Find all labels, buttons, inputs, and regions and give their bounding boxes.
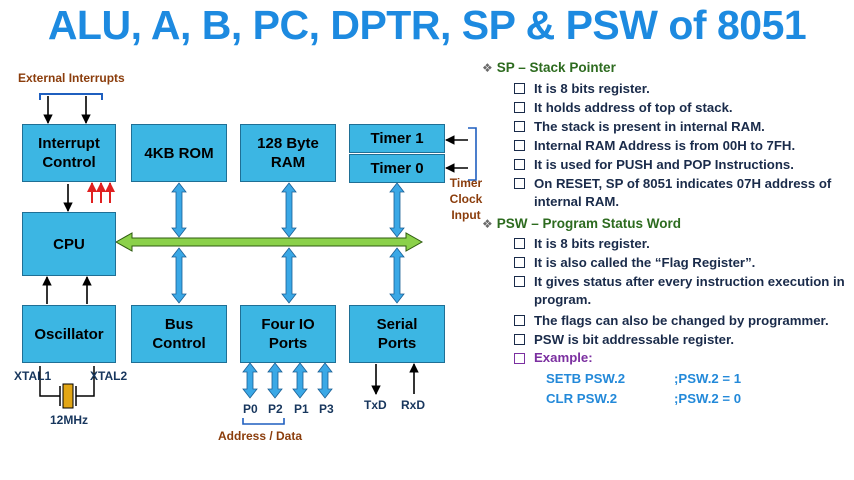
sp-item: It holds address of top of stack.: [514, 99, 854, 117]
example-comment: ;PSW.2 = 0: [674, 391, 742, 406]
checkbox-bullet-icon: [514, 121, 525, 132]
timer1-label: Timer 1: [370, 130, 424, 147]
sp-item: Internal RAM Address is from 00H to 7FH.: [514, 137, 854, 155]
address-data-bracket: [242, 418, 285, 425]
psw-heading: ❖PSW – Program Status Word: [482, 216, 682, 231]
oscillator-label: Oscillator: [34, 325, 104, 343]
external-interrupts-bracket: [39, 93, 103, 124]
port-p3-label: P3: [319, 402, 334, 416]
checkbox-bullet-icon: [514, 276, 525, 287]
checkbox-bullet-icon: [514, 140, 525, 151]
example-code: SETB PSW.2: [546, 371, 626, 386]
cpu-label: CPU: [53, 235, 85, 253]
diamond-bullet-icon: ❖: [482, 217, 493, 231]
crystal-symbol: [39, 366, 95, 409]
timer-clock-input-arrows: [445, 127, 477, 181]
checkbox-bullet-icon: [514, 315, 525, 326]
example-comment: ;PSW.2 = 1: [674, 371, 742, 386]
checkbox-bullet-icon: [514, 83, 525, 94]
timer0-block: Timer 0: [349, 154, 445, 183]
sp-item: The stack is present in internal RAM.: [514, 118, 854, 136]
port-p1-label: P1: [294, 402, 309, 416]
sp-heading: ❖SP – Stack Pointer: [482, 60, 616, 75]
txd-label: TxD: [364, 398, 387, 412]
checkbox-bullet-icon: [514, 159, 525, 170]
checkbox-bullet-icon: [514, 257, 525, 268]
interrupt-control-block: Interrupt Control: [22, 124, 116, 182]
timer-clock-input-label: Timer Clock Input: [449, 176, 483, 222]
psw-item: PSW is bit addressable register.: [514, 331, 854, 349]
oscillator-block: Oscillator: [22, 305, 116, 363]
psw-item: It is also called the “Flag Register”.: [514, 254, 854, 272]
crystal-frequency-label: 12MHz: [50, 413, 89, 427]
io-ports-label: Four IO Ports: [261, 316, 315, 352]
serial-ports-block: Serial Ports: [349, 305, 445, 363]
ram-block: 128 Byte RAM: [240, 124, 336, 182]
ram-label: 128 Byte RAM: [257, 135, 319, 171]
timer0-label: Timer 0: [370, 160, 424, 177]
port-p0-label: P0: [243, 402, 258, 416]
address-data-label: Address / Data: [218, 429, 303, 443]
interrupt-control-label: Interrupt Control: [38, 135, 100, 171]
internal-interrupt-arrows: [87, 182, 115, 203]
cpu-block: CPU: [22, 212, 116, 276]
checkbox-bullet-icon: [514, 178, 525, 189]
vertical-bus-arrows: [171, 182, 405, 399]
port-p2-label: P2: [268, 402, 283, 416]
rom-block: 4KB ROM: [131, 124, 227, 182]
psw-item: It gives status after every instruction …: [514, 273, 854, 309]
psw-item: The flags can also be changed by program…: [514, 312, 854, 330]
rxd-label: RxD: [401, 398, 426, 412]
checkbox-bullet-icon: [514, 102, 525, 113]
io-ports-block: Four IO Ports: [240, 305, 336, 363]
timer1-block: Timer 1: [349, 124, 445, 153]
example-heading: Example:: [514, 350, 593, 365]
serial-ports-label: Serial Ports: [376, 316, 418, 352]
diamond-bullet-icon: ❖: [482, 61, 493, 75]
sp-item: It is 8 bits register.: [514, 80, 854, 98]
checkbox-bullet-icon: [514, 238, 525, 249]
example-code: CLR PSW.2: [546, 391, 618, 406]
sp-item: It is used for PUSH and POP Instructions…: [514, 156, 854, 174]
external-interrupts-label: External Interrupts: [18, 71, 125, 85]
rom-label: 4KB ROM: [144, 144, 214, 162]
checkbox-bullet-icon: [514, 334, 525, 345]
system-bus-arrow: [114, 232, 424, 252]
bus-control-label: Bus Control: [152, 316, 206, 352]
sp-item: On RESET, SP of 8051 indicates 07H addre…: [514, 175, 854, 211]
page-title: ALU, A, B, PC, DPTR, SP & PSW of 8051: [47, 2, 807, 48]
bus-control-block: Bus Control: [131, 305, 227, 363]
xtal2-label: XTAL2: [90, 369, 128, 383]
checkbox-bullet-icon: [514, 353, 525, 364]
psw-item: It is 8 bits register.: [514, 235, 854, 253]
xtal1-label: XTAL1: [14, 369, 52, 383]
